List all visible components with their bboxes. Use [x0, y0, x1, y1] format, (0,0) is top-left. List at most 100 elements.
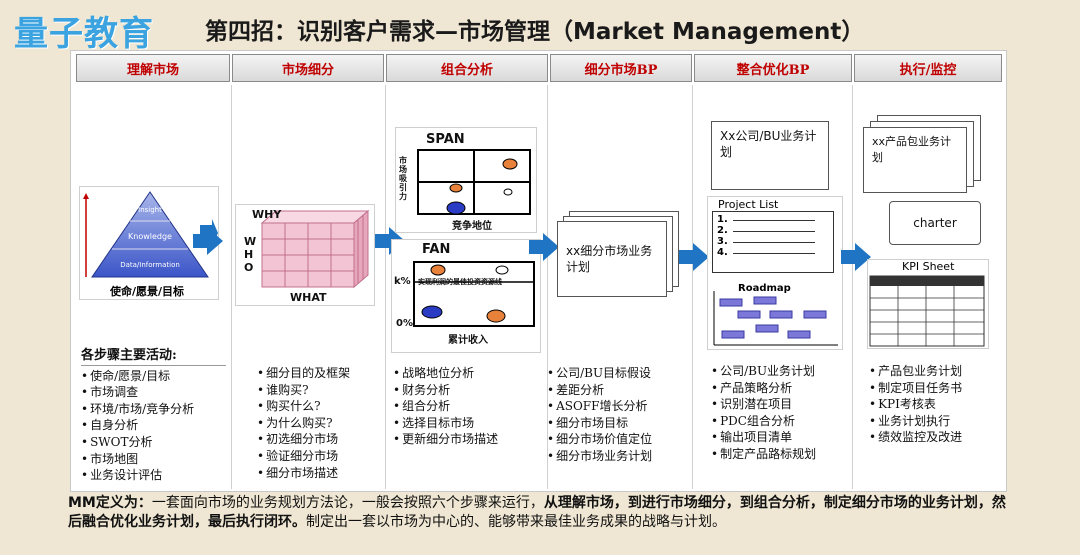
- list-item: 自身分析: [81, 417, 226, 434]
- list-item: 制定产品路标规划: [711, 446, 851, 463]
- list-item: 细分市场描述: [257, 465, 382, 482]
- kpi-sheet-figure: KPI Sheet: [867, 259, 989, 349]
- list-item: 公司/BU业务计划: [711, 363, 851, 380]
- segment-bp-label: xx细分市场业务计划: [557, 221, 667, 297]
- fan-x-axis-label: 累计收入: [448, 335, 488, 346]
- list-item: 制定项目任务书: [869, 380, 999, 397]
- list-item: 产品策略分析: [711, 380, 851, 397]
- roadmap-graphic: [713, 291, 838, 346]
- cube-who-label: W H O: [244, 235, 257, 274]
- span-matrix-graphic: [417, 149, 531, 215]
- list-item: 战略地位分析: [393, 365, 543, 382]
- segmentation-cube-graphic: [260, 209, 370, 289]
- pyramid-top-label: Insight: [138, 206, 162, 214]
- list-item: 市场地图: [81, 451, 226, 468]
- list-item: 谁购买?: [257, 382, 382, 399]
- stage-integrate-bp: 整合优化BP: [694, 54, 852, 82]
- project-list-item: 2.: [717, 225, 728, 236]
- list-item: SWOT分析: [81, 434, 226, 451]
- list-item: 环境/市场/竞争分析: [81, 401, 226, 418]
- activities-list-integrate: 公司/BU业务计划 产品策略分析 识别潜在项目 PDC组合分析 输出项目清单 制…: [711, 363, 851, 463]
- mm-definition: MM定义为：一套面向市场的业务规划方法论，一般会按照六个步骤来运行，从理解市场，…: [68, 494, 1008, 532]
- column-divider: [385, 85, 386, 489]
- fan-note: 实现利润的最佳投资资源线: [418, 278, 502, 286]
- list-item: ASOFF增长分析: [547, 398, 692, 415]
- kpi-sheet-title: KPI Sheet: [902, 260, 955, 273]
- definition-text-2: 制定出一套以市场为中心的、能够带来最佳业务成果的战略与计划。: [306, 514, 726, 530]
- product-plan-document: xx产品包业务计划: [863, 115, 989, 193]
- project-list-item: 4.: [717, 247, 728, 258]
- list-item: 为什么购买?: [257, 415, 382, 432]
- list-item: 更新细分市场描述: [393, 431, 543, 448]
- list-item: 组合分析: [393, 398, 543, 415]
- list-item: 业务设计评估: [81, 467, 226, 484]
- list-item: 初选细分市场: [257, 431, 382, 448]
- activities-list-segment-bp: 公司/BU目标假设 差距分析 ASOFF增长分析 细分市场目标 细分市场价值定位…: [547, 365, 692, 465]
- stage-understand-market: 理解市场: [76, 54, 230, 82]
- column-divider: [547, 85, 548, 489]
- kpi-table-graphic: [869, 275, 985, 347]
- logo: 量子教育: [14, 14, 154, 54]
- market-management-board: 理解市场 市场细分 组合分析 细分市场BP 整合优化BP 执行/监控 Insig…: [70, 50, 1007, 492]
- charter-document: charter: [889, 201, 981, 245]
- list-item: 识别潜在项目: [711, 396, 851, 413]
- stage-segment-bp: 细分市场BP: [550, 54, 692, 82]
- definition-label: MM定义为：: [68, 495, 152, 511]
- fan-y-label-k: k%: [394, 276, 411, 287]
- column-divider: [231, 85, 232, 489]
- stage-header-row: 理解市场 市场细分 组合分析 细分市场BP 整合优化BP 执行/监控: [76, 54, 1002, 82]
- bu-plan-document: Xx公司/BU业务计划: [711, 121, 829, 190]
- cube-figure: WHY W H O WHAT: [235, 204, 375, 306]
- fan-figure: FAN 实现利润的最佳投资资源线 k% 0% 累计收入: [391, 239, 541, 353]
- fan-y-label-zero: 0%: [396, 318, 413, 329]
- list-item: 产品包业务计划: [869, 363, 999, 380]
- span-x-axis-label: 竞争地位: [452, 221, 492, 232]
- list-item: 绩效监控及改进: [869, 429, 999, 446]
- list-item: 差距分析: [547, 382, 692, 399]
- project-list-title: Project List: [718, 198, 779, 211]
- list-item: 输出项目清单: [711, 429, 851, 446]
- definition-text-bold: 从理解市场，到进行市场细分，到组合分析，制定细分市场的业务计划，然后融合优化业务…: [68, 495, 1006, 530]
- list-item: KPI考核表: [869, 396, 999, 413]
- list-item: 公司/BU目标假设: [547, 365, 692, 382]
- list-item: 使命/愿景/目标: [81, 368, 226, 385]
- column-divider: [852, 85, 853, 489]
- definition-text-1: 一套面向市场的业务规划方法论，一般会按照六个步骤来运行，: [151, 495, 544, 511]
- stage-execute-monitor: 执行/监控: [854, 54, 1002, 82]
- list-item: 细分市场价值定位: [547, 431, 692, 448]
- list-item: 市场调查: [81, 384, 226, 401]
- pyramid-mid-label: Knowledge: [128, 232, 172, 241]
- list-item: 验证细分市场: [257, 448, 382, 465]
- list-item: 财务分析: [393, 382, 543, 399]
- column-divider: [692, 85, 693, 489]
- cube-what-label: WHAT: [290, 291, 327, 304]
- stage-portfolio-analysis: 组合分析: [386, 54, 548, 82]
- activities-list-understand: 各步骤主要活动: 使命/愿景/目标 市场调查 环境/市场/竞争分析 自身分析 S…: [81, 348, 226, 484]
- activities-heading: 各步骤主要活动:: [81, 348, 226, 366]
- list-item: 细分目的及框架: [257, 365, 382, 382]
- pyramid-caption: 使命/愿景/目标: [110, 285, 185, 298]
- fan-title: FAN: [422, 242, 451, 257]
- activities-list-execute: 产品包业务计划 制定项目任务书 KPI考核表 业务计划执行 绩效监控及改进: [869, 363, 999, 446]
- list-item: 购买什么?: [257, 398, 382, 415]
- project-list-item: 1.: [717, 214, 728, 225]
- fan-chart-graphic: [413, 261, 535, 327]
- span-title: SPAN: [426, 132, 465, 147]
- roadmap-title: Roadmap: [738, 283, 791, 294]
- list-item: 选择目标市场: [393, 415, 543, 432]
- activities-list-portfolio: 战略地位分析 财务分析 组合分析 选择目标市场 更新细分市场描述: [393, 365, 543, 448]
- list-item: 细分市场业务计划: [547, 448, 692, 465]
- span-figure: SPAN 市场吸引力 竞争地位: [395, 127, 537, 233]
- stage-segmentation: 市场细分: [232, 54, 384, 82]
- activities-list-segmentation: 细分目的及框架 谁购买? 购买什么? 为什么购买? 初选细分市场 验证细分市场 …: [257, 365, 382, 481]
- list-item: 细分市场目标: [547, 415, 692, 432]
- segment-bp-document: xx细分市场业务计划: [557, 211, 681, 297]
- list-item: 业务计划执行: [869, 413, 999, 430]
- project-list-sheet: 1. 2. 3. 4.: [712, 211, 834, 273]
- project-list-item: 3.: [717, 236, 728, 247]
- cube-why-label: WHY: [252, 208, 282, 221]
- project-roadmap-figure: Project List 1. 2. 3. 4. Roadmap: [707, 196, 843, 350]
- page-title: 第四招：识别客户需求—市场管理（Market Management）: [205, 19, 865, 45]
- span-y-axis-label: 市场吸引力: [399, 156, 407, 201]
- pyramid-bottom-label: Data/Information: [120, 261, 180, 269]
